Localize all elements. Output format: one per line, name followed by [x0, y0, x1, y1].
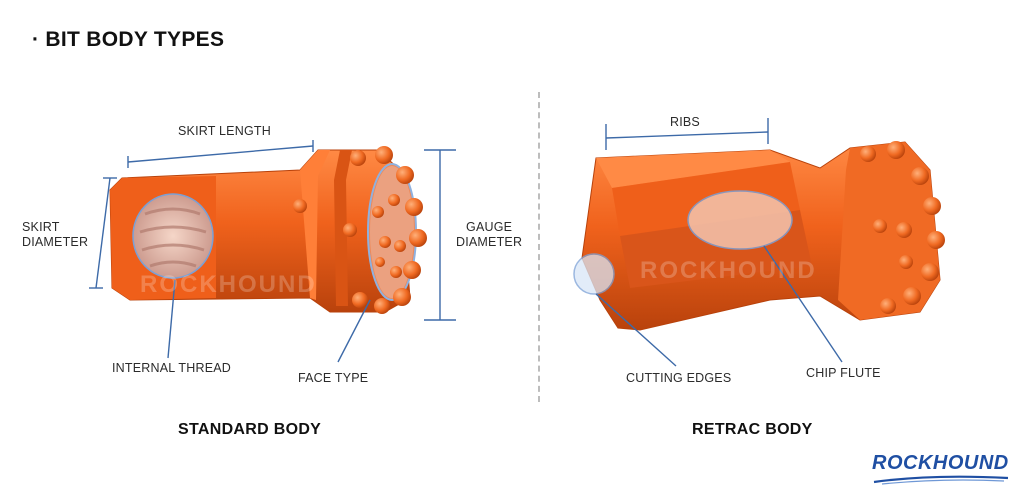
caption-retrac-body: RETRAC BODY [692, 421, 813, 438]
standard-bit-drawing [109, 146, 427, 314]
rockhound-logo: ROCKHOUND [872, 452, 1012, 486]
page-title: · BIT BODY TYPES [32, 28, 225, 51]
label-skirt-length: SKIRT LENGTH [178, 124, 271, 138]
label-ribs: RIBS [670, 115, 700, 129]
retrac-dimension-lines [595, 118, 843, 367]
standard-dimension-lines [89, 140, 456, 363]
label-skirt-diameter: SKIRT DIAMETER [22, 220, 89, 249]
retrac-bit-drawing [573, 141, 945, 331]
section-divider [538, 92, 540, 402]
caption-standard-body: STANDARD BODY [178, 421, 322, 438]
label-face-type: FACE TYPE [298, 371, 369, 385]
label-cutting-edges: CUTTING EDGES [626, 371, 732, 385]
label-chip-flute: CHIP FLUTE [806, 366, 881, 380]
logo-text: ROCKHOUND [872, 452, 1009, 474]
watermark-right: ROCKHOUND [640, 257, 817, 284]
watermark-left: ROCKHOUND [140, 271, 317, 298]
logo-swoosh-icon [873, 475, 1009, 485]
label-internal-thread: INTERNAL THREAD [112, 361, 231, 375]
label-gauge-diameter: GAUGE DIAMETER [456, 220, 523, 249]
